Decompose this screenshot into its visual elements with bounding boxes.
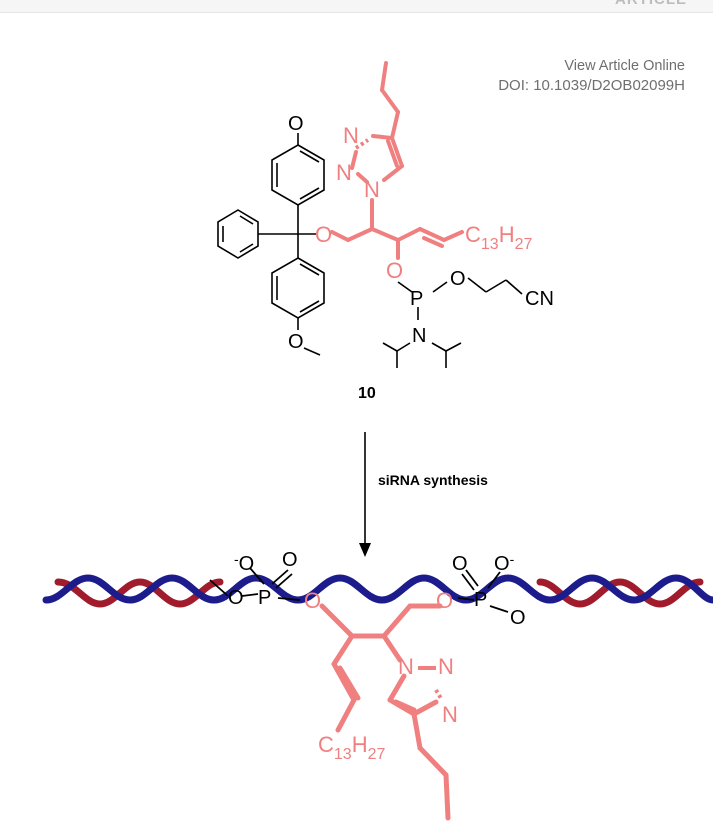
sirna-duplex (42, 574, 713, 608)
atom-n-triazole-2: N (336, 160, 352, 185)
phosphate-right-o-double: O (452, 553, 468, 575)
conjugate-o-left: O (304, 588, 321, 613)
c13h27-label-bottom: C13H27 (318, 732, 385, 763)
top-banner: ARTICLE (0, 0, 713, 13)
phosphate-bonds (209, 567, 509, 613)
atom-n-triazole-1: N (343, 123, 359, 148)
phosphate-left-o-bridge: O (228, 587, 244, 609)
atom-o-phosphite: O (386, 258, 403, 283)
conjugate-hash-bond (382, 636, 402, 660)
phosphate-right-p: P (474, 589, 487, 611)
arrow-label: siRNA synthesis (378, 472, 488, 488)
doi-label: DOI: 10.1039/D2OB02099H (498, 77, 685, 94)
atom-n-triazole-3: N (364, 177, 380, 202)
atom-n-diisopropyl: N (412, 325, 426, 347)
phosphate-right-o-bridge: O (510, 607, 526, 629)
triazole-dashed-bonds (354, 138, 370, 150)
reaction-arrow (359, 432, 371, 557)
conjugate-n-triazole-3: N (442, 702, 458, 727)
atom-o-ether: O (315, 222, 332, 247)
conjugate-n-triazole-2: N (438, 654, 454, 679)
atom-o-methoxy-top: O (288, 113, 304, 135)
conjugate-n-triazole-1: N (398, 654, 414, 679)
conjugate-o-right: O (436, 588, 453, 613)
dmtr-group (217, 133, 523, 368)
phosphate-left-o-minus: -O (234, 551, 254, 575)
article-type-label: ARTICLE (615, 0, 687, 8)
compound-10-structure: O O P O CN N O O N N N C13H27 (217, 61, 554, 368)
atom-o-methoxy-bottom: O (288, 331, 304, 353)
conjugate-triazole-dashed (434, 688, 444, 702)
phosphate-left-p: P (258, 587, 271, 609)
atom-o-cyanoethyl: O (450, 268, 466, 290)
phosphate-left-o-double: O (282, 549, 298, 571)
c13h27-label-top: C13H27 (465, 222, 532, 253)
compound-number: 10 (358, 385, 376, 402)
atom-cn-nitrile: CN (525, 288, 554, 310)
atom-p-phosphorus: P (410, 288, 423, 310)
phosphate-right-o-minus: O- (494, 551, 515, 575)
lipid-triazole-group (330, 61, 464, 260)
article-header: View Article Online DOI: 10.1039/D2OB020… (498, 56, 685, 96)
hash-bond-wedge (370, 201, 374, 229)
view-article-online-link[interactable]: View Article Online (564, 58, 685, 74)
